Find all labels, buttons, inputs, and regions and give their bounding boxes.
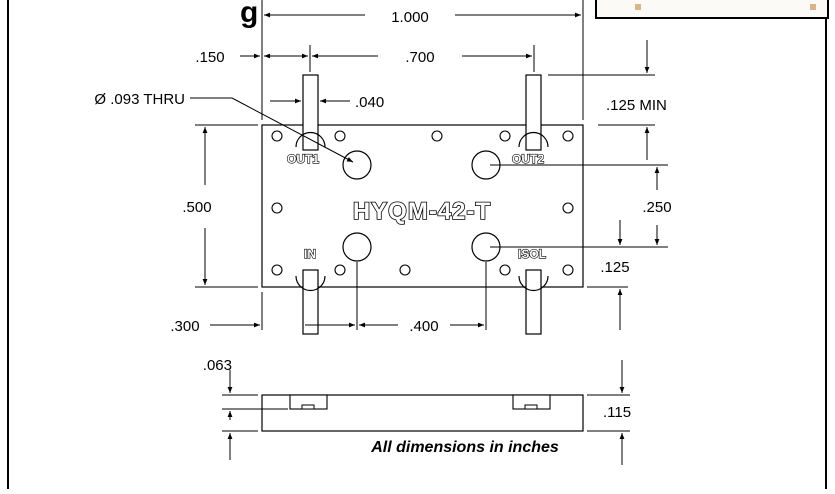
pin-out1 — [295, 74, 326, 151]
side-view — [261, 394, 584, 432]
inset-photo-frame — [595, 0, 829, 19]
dim-overall-width: 1.000 — [391, 9, 429, 26]
dim-hole-vertical: .250 — [642, 199, 671, 216]
thru-holes — [342, 150, 501, 262]
dim-pin-offset: .150 — [195, 49, 224, 66]
pin-out2 — [518, 74, 549, 151]
dim-hole-bottom-offset: .125 — [600, 259, 629, 276]
dim-pin-width: .040 — [355, 94, 384, 111]
dim-pin-top: .063 — [203, 357, 232, 374]
part-number: HYQM-42-T — [353, 198, 491, 225]
dim-hole-left-offset: .300 — [170, 318, 199, 335]
dim-pin-spacing: .700 — [405, 49, 434, 66]
units-note: All dimensions in inches — [370, 439, 559, 456]
body-outline — [261, 124, 584, 288]
port-label-isol: ISOL — [518, 247, 546, 261]
port-label-out2: OUT2 — [512, 152, 544, 166]
dim-thickness: .115 — [603, 404, 631, 421]
dim-hole-thru: Ø .093 THRU — [94, 91, 185, 108]
dim-hole-spacing: .400 — [409, 318, 438, 335]
pin-in — [295, 269, 326, 335]
title-fragment: g — [240, 0, 258, 29]
pin-isol — [518, 269, 549, 335]
dim-body-height: .500 — [182, 199, 211, 216]
port-label-out1: OUT1 — [287, 152, 319, 166]
small-holes — [271, 130, 574, 276]
dim-pin-length: .125 MIN — [606, 97, 667, 114]
port-label-in: IN — [304, 247, 316, 261]
